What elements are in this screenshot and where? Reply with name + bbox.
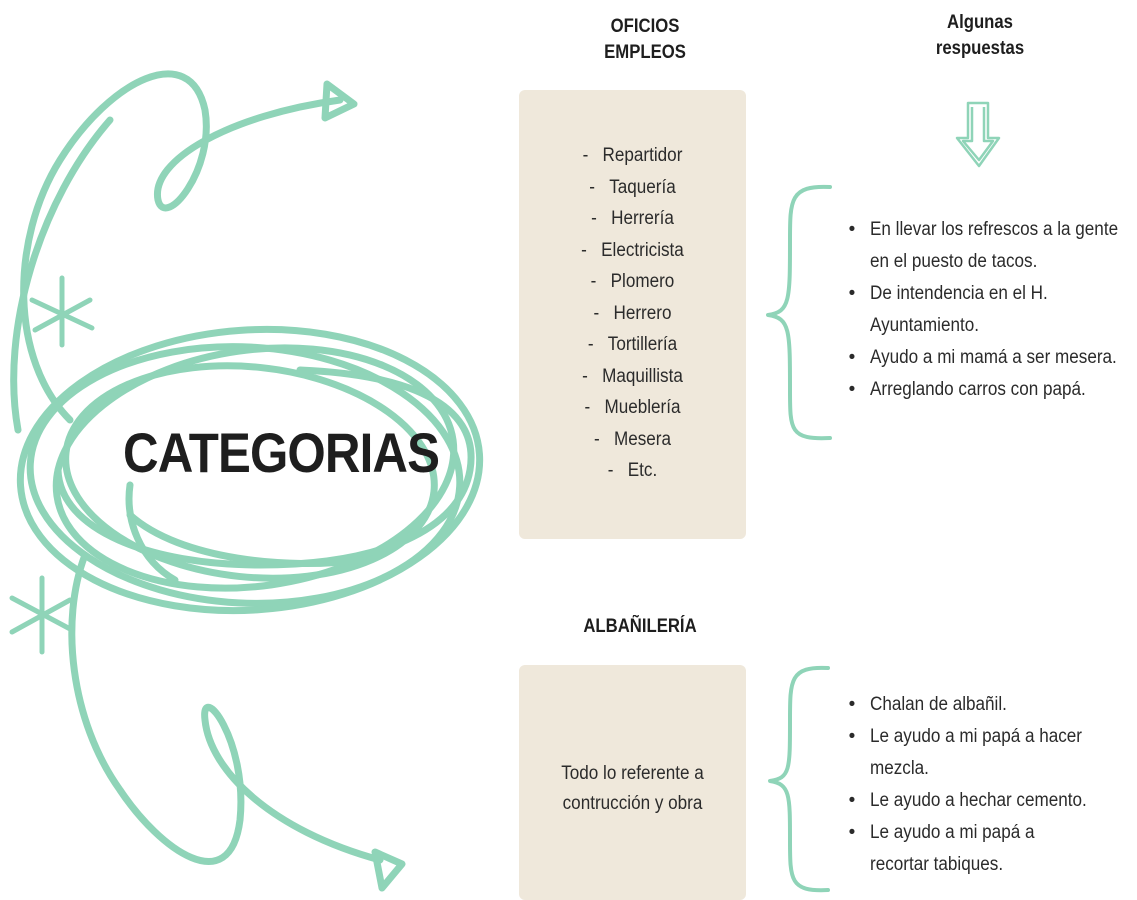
section1-item-list: Repartidor Taquería Herrería Electricist… xyxy=(530,140,734,487)
bottom-arrow-stroke xyxy=(68,481,384,865)
section1-header: OFICIOS EMPLEOS xyxy=(604,16,686,63)
list-item: Plomero xyxy=(530,266,734,298)
list-item: Mueblería xyxy=(530,392,734,424)
list-item: Tortillería xyxy=(530,329,734,361)
answer-item: • De intendencia en el H.Ayuntamiento. xyxy=(848,283,1048,336)
answer-item: • Chalan de albañil. xyxy=(848,694,1007,715)
answer-item: • Le ayudo a hechar cemento. xyxy=(848,790,1087,811)
answer-item: • Arreglando carros con papá. xyxy=(848,379,1086,400)
center-category-label: CATEGORIAS xyxy=(123,421,440,484)
section2-panel: Todo lo referente a contrucción y obra xyxy=(519,665,746,900)
scribble-oval xyxy=(16,325,484,615)
section2-answers: • Chalan de albañil. • Le ayudo a mi pap… xyxy=(842,689,1132,881)
section1-panel: Repartidor Taquería Herrería Electricist… xyxy=(519,90,746,539)
list-item: Electricista xyxy=(530,235,734,267)
top-arrow-stroke xyxy=(10,70,344,434)
list-item: Mesera xyxy=(530,424,734,456)
section2-header: ALBAÑILERÍA xyxy=(583,616,697,637)
answers-header: Algunas respuestas xyxy=(935,12,1025,59)
asterisk-icon xyxy=(29,275,95,348)
answer-item: • Ayudo a mi mamá a ser mesera. xyxy=(848,347,1117,368)
left-curly-brace-icon xyxy=(766,184,832,441)
list-item: Taquería xyxy=(530,172,734,204)
section2-description: Todo lo referente a contrucción y obra xyxy=(561,763,704,814)
list-item: Herrería xyxy=(530,203,734,235)
top-arrow-head-icon xyxy=(321,80,358,122)
list-item: Etc. xyxy=(530,455,734,487)
list-item: Herrero xyxy=(530,298,734,330)
bottom-arrow-head-icon xyxy=(371,848,406,892)
list-item: Repartidor xyxy=(530,140,734,172)
list-item: Maquillista xyxy=(530,361,734,393)
left-curly-brace-icon xyxy=(768,665,830,893)
asterisk-icon xyxy=(9,575,75,655)
hollow-down-arrow-icon xyxy=(955,101,1001,168)
